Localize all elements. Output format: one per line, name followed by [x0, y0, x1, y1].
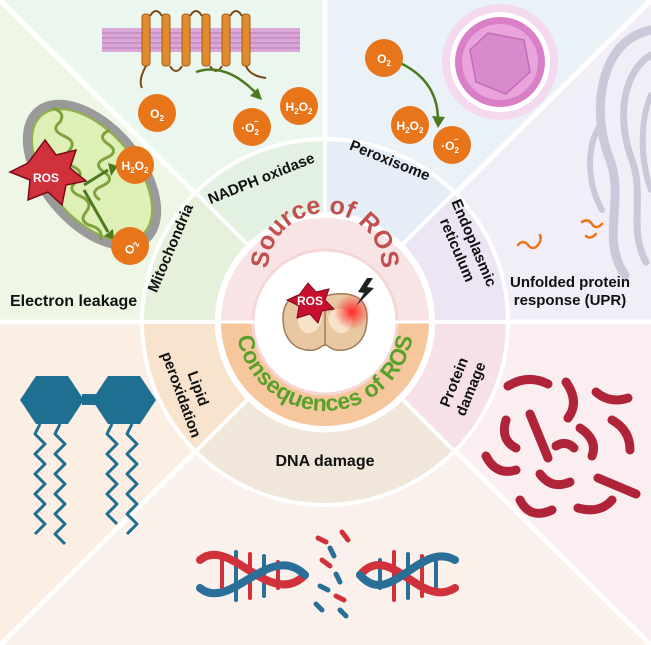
o2-molecule-icon-3: O2	[365, 39, 403, 77]
svg-text:H2O2: H2O2	[122, 159, 149, 175]
endoplasmic-reticulum-illustration	[587, 25, 651, 280]
o2-molecule-icon-2: O2	[138, 94, 176, 132]
label-electron-leakage: Electron leakage	[10, 293, 137, 310]
lipid-illustration	[20, 376, 156, 546]
mitochondria-illustration	[22, 99, 162, 251]
superoxide-molecule-icon-2: ·O2−	[433, 126, 471, 164]
svg-text:·O2−: ·O2−	[441, 135, 459, 155]
dna-illustration	[196, 529, 459, 619]
ring-seg-peroxisome	[325, 141, 453, 244]
h2o2-molecule-icon-2: H2O2	[280, 87, 318, 125]
ros-burst-icon	[285, 282, 336, 324]
ring-seg-dna	[197, 400, 453, 504]
ros-burst-mitochondria-icon: ROS	[8, 138, 88, 207]
peroxisome-illustration	[442, 4, 558, 120]
ring-seg-mitochondria	[144, 194, 247, 322]
svg-text:·O2−: ·O2−	[241, 117, 259, 137]
ring-seg-nadph	[197, 141, 325, 244]
lightning-icon	[356, 278, 374, 306]
svg-text:H2O2: H2O2	[397, 119, 424, 135]
mito-ros-label: ROS	[33, 171, 59, 185]
svg-text:H2O2: H2O2	[286, 100, 313, 116]
ring-seg-er	[403, 194, 506, 322]
mito-arrows	[82, 163, 118, 240]
spinal-cord-illustration: ROS	[282, 278, 374, 351]
peroxisome-arrow	[397, 60, 445, 128]
ros-hotspot-icon	[334, 294, 370, 330]
label-upr: Unfolded protein response (UPR)	[510, 274, 630, 309]
svg-text:Unfolded protein: Unfolded protein	[510, 274, 630, 291]
center-ros-label: ROS	[297, 294, 323, 308]
label-dna-damage: DNA damage	[276, 453, 375, 470]
svg-text:O2: O2	[122, 238, 142, 257]
ring-seg-lipid	[144, 322, 247, 450]
membrane-illustration	[102, 10, 300, 100]
svg-text:O2: O2	[150, 107, 164, 123]
superoxide-molecule-icon-1: ·O2−	[233, 108, 271, 146]
ring-seg-protein	[403, 322, 506, 450]
svg-text:response (UPR): response (UPR)	[514, 292, 627, 309]
label-protein-damage: Protein damage	[437, 355, 490, 418]
damaged-protein-illustration	[481, 375, 641, 518]
svg-text:O2: O2	[377, 52, 391, 68]
h2o2-molecule-icon-1: H2O2	[116, 146, 154, 184]
o2-molecule-icon-1: O2	[111, 227, 149, 265]
unfolded-protein-icons	[516, 219, 604, 250]
h2o2-molecule-icon-3: H2O2	[391, 106, 429, 144]
